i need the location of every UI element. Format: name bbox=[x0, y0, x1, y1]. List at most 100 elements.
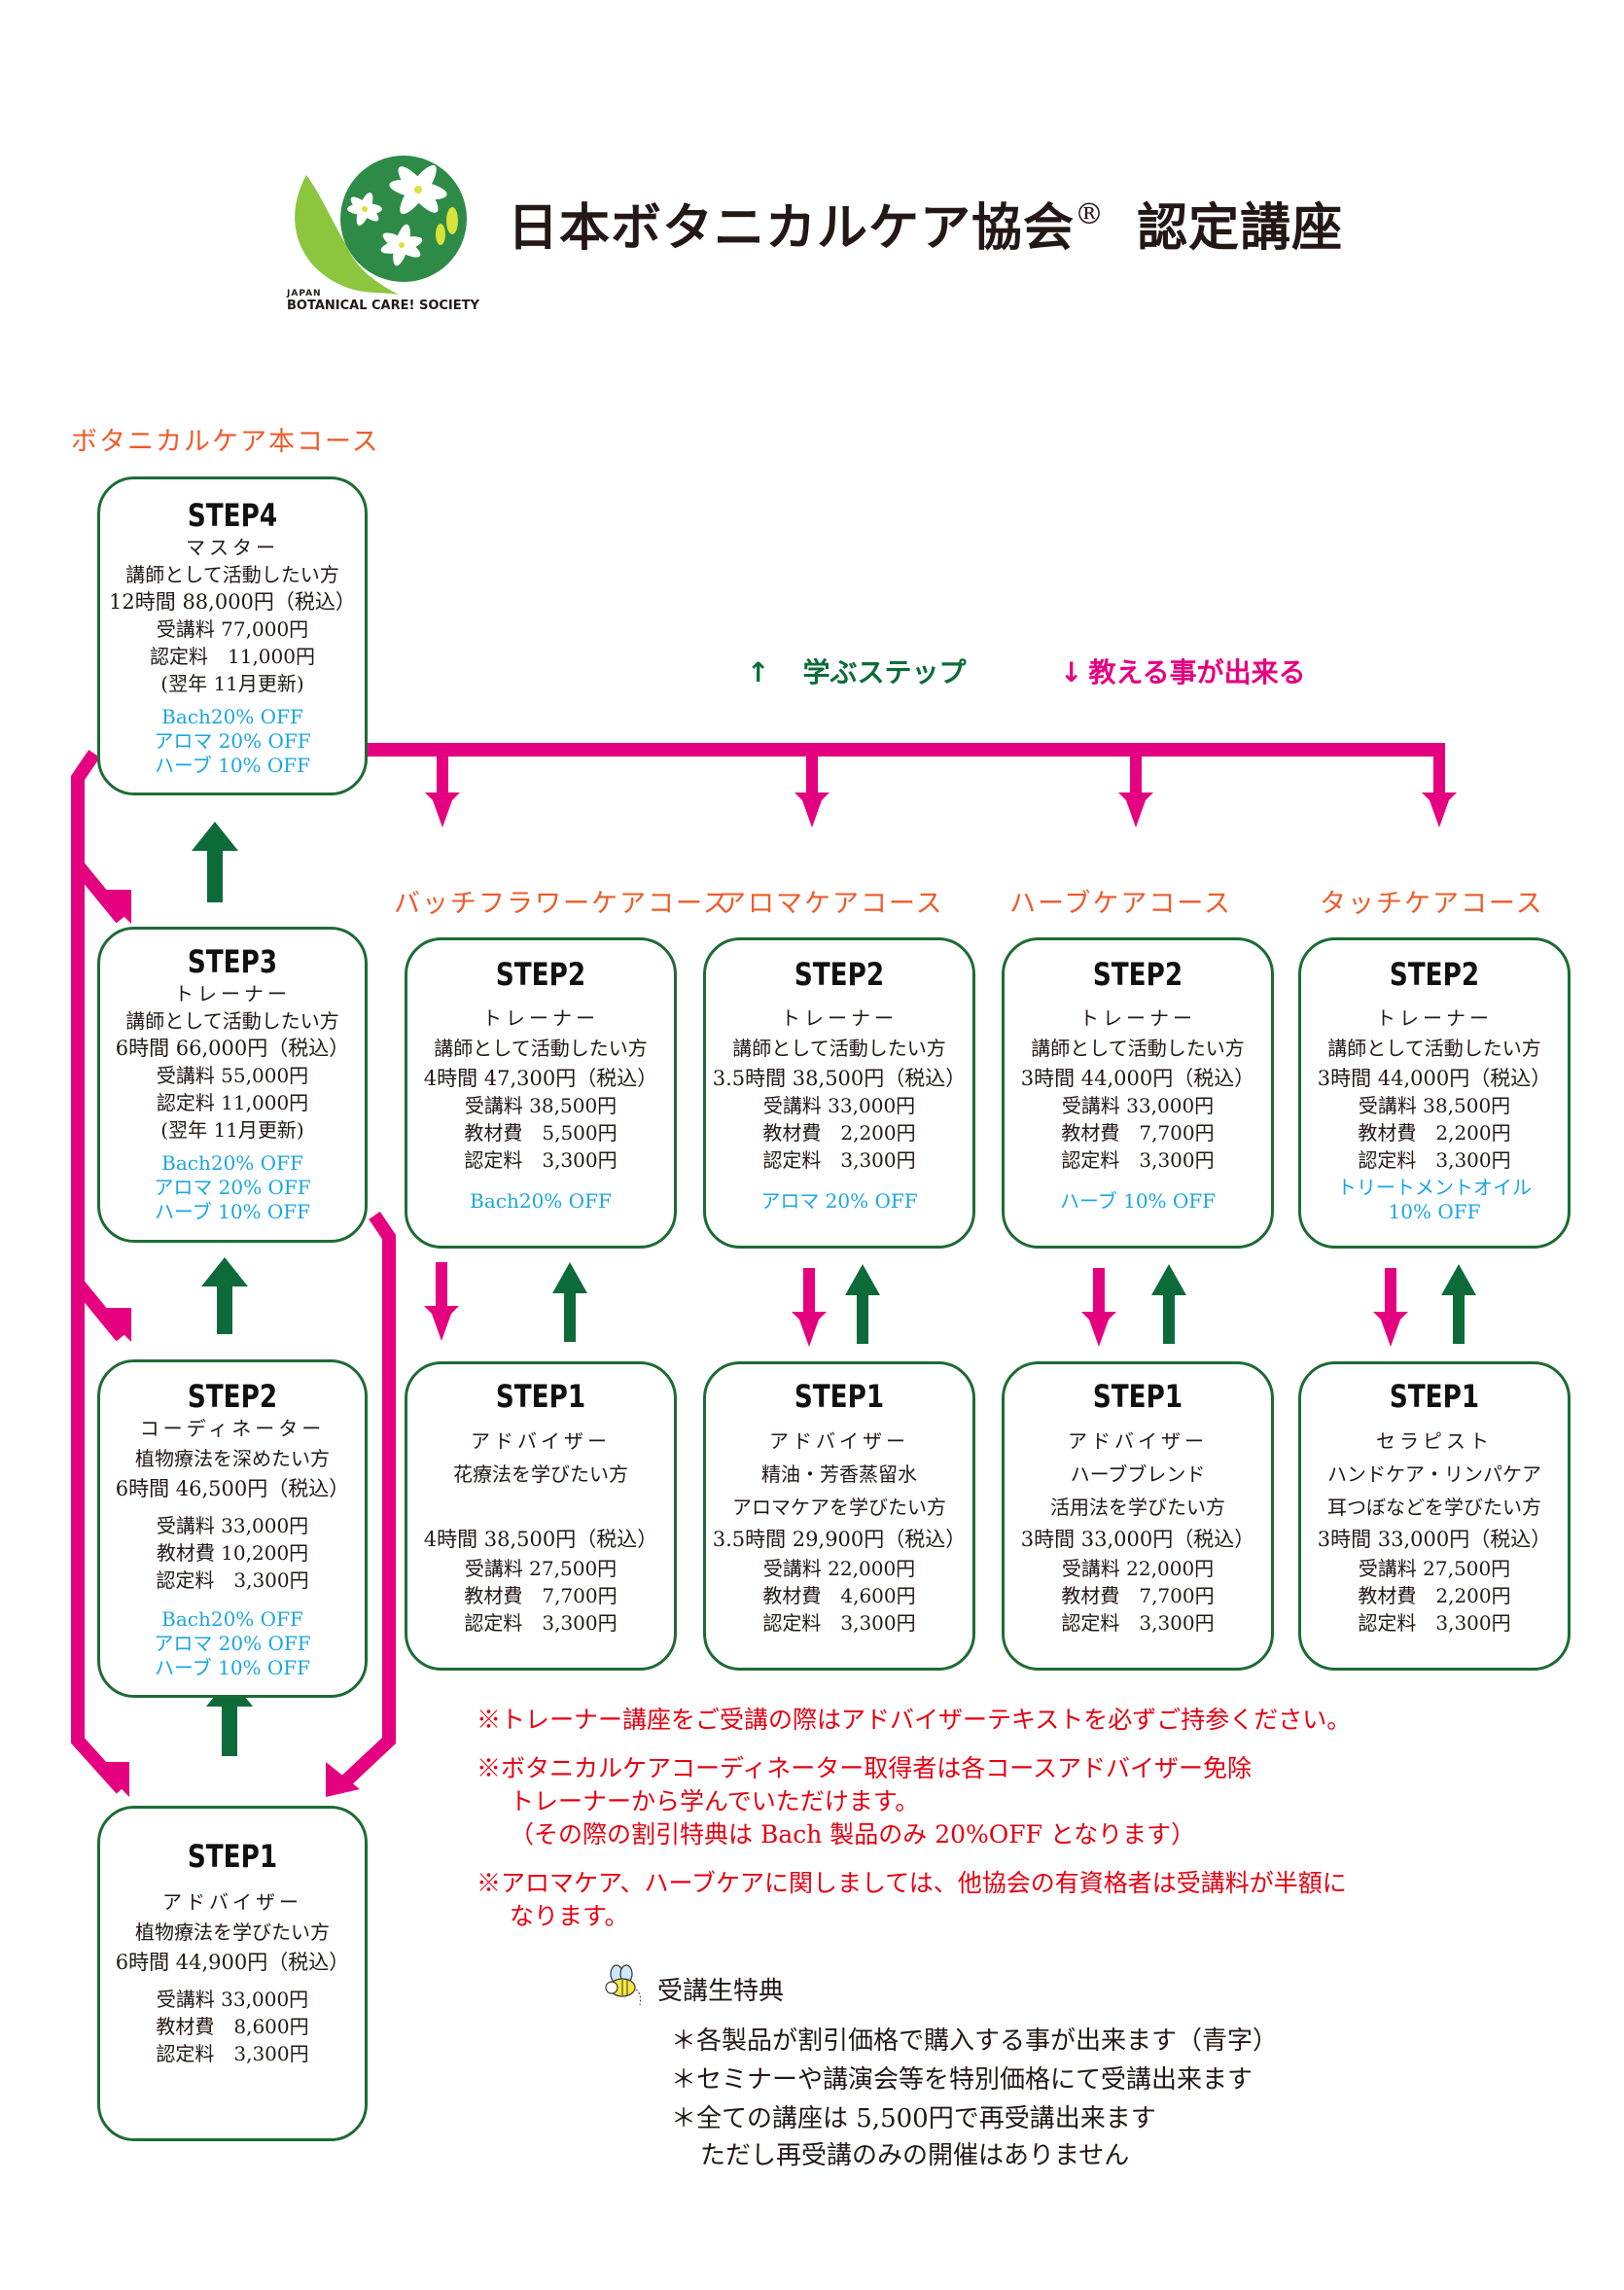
benefit-item: ＊全ての講座は 5,500円で再受講出来ますただし再受講のみの開催はありません bbox=[671, 2099, 1278, 2173]
step-fee: 認定料 3,300円 bbox=[1061, 1611, 1215, 1635]
title-suffix: 認定講座 bbox=[1137, 198, 1344, 258]
herb-step2-card[interactable]: STEP2 トレーナー 講師として活動したい方 3時間 44,000円（税込） … bbox=[1002, 937, 1274, 1249]
benefit-text: ＊セミナーや講演会等を特別価格にて受講出来ます bbox=[671, 2065, 1253, 2095]
step-price: 3時間 33,000円（税込） bbox=[1317, 1528, 1552, 1551]
legend-teach: ↓教える事が出来る bbox=[1060, 652, 1306, 690]
step-price: 6時間 46,500円（税込） bbox=[115, 1477, 350, 1500]
step-fee: 認定料 3,300円 bbox=[1061, 1148, 1215, 1172]
step-price: 3時間 44,000円（税込） bbox=[1020, 1067, 1255, 1090]
step-fee: 認定料 3,300円 bbox=[464, 1148, 618, 1172]
course-label-herb: ハーブケアコース bbox=[1009, 889, 1233, 919]
note-line: ※トレーナー講座をご受講の際はアドバイザーテキストを必ずご持参ください。 bbox=[477, 1706, 1352, 1734]
step-perk: 10% OFF bbox=[1388, 1200, 1481, 1223]
benefit-text: ＊各製品が割引価格で購入する事が出来ます（青字） bbox=[671, 2026, 1279, 2056]
step-fee: 受講料 22,000円 bbox=[1061, 1557, 1215, 1580]
step-price: 3時間 44,000円（税込） bbox=[1317, 1067, 1552, 1090]
step-fee: 認定料 3,300円 bbox=[1358, 1611, 1511, 1635]
step-fee: 認定料 3,300円 bbox=[156, 2042, 309, 2065]
step-title: STEP3 bbox=[187, 943, 278, 980]
step-fee: 認定料 3,300円 bbox=[464, 1611, 618, 1635]
arrow-up-step3-to-step4 bbox=[192, 822, 238, 902]
step-fee: 受講料 38,500円 bbox=[1358, 1094, 1511, 1117]
step-target: 活用法を学びたい方 bbox=[1050, 1496, 1225, 1519]
benefits-title: 受講生特典 bbox=[657, 1977, 785, 2006]
note-item: ※アロマケア、ハーブケアに関しましては、他協会の有資格者は受講料が半額に なりま… bbox=[477, 1867, 1351, 1933]
step-price: 4時間 38,500円（税込） bbox=[423, 1528, 658, 1551]
step-target: 講師として活動したい方 bbox=[732, 1037, 946, 1060]
step-fee: 受講料 27,500円 bbox=[464, 1557, 618, 1580]
step-price: 3.5時間 29,900円（税込） bbox=[712, 1528, 967, 1551]
step-title: STEP1 bbox=[794, 1378, 885, 1415]
main-step3-card[interactable]: STEP3 トレーナー 講師として活動したい方 6時間 66,000円（税込） … bbox=[97, 927, 368, 1243]
logo-text-main: BOTANICAL CARE! SOCIETY bbox=[287, 299, 479, 313]
legend-teach-label: 教える事が出来る bbox=[1088, 656, 1306, 688]
step-role: トレーナー bbox=[1376, 1006, 1493, 1030]
step-target: 講師として活動したい方 bbox=[125, 1009, 339, 1033]
step-title: STEP2 bbox=[495, 956, 586, 993]
notes-section: ※トレーナー講座をご受講の際はアドバイザーテキストを必ずご持参ください。 ※ボタ… bbox=[477, 1704, 1351, 1949]
benefit-text: ＊全ての講座は 5,500円で再受講出来ます bbox=[671, 2104, 1156, 2133]
step-title: STEP2 bbox=[794, 956, 885, 993]
title-main: 日本ボタニカルケア協会 bbox=[508, 198, 1076, 258]
step-perk: アロマ 20% OFF bbox=[154, 1176, 311, 1199]
note-line: （その際の割引特典は Bach 製品のみ 20%OFF となります） bbox=[510, 1820, 1196, 1849]
step-role: トレーナー bbox=[174, 982, 291, 1005]
step-perk: Bach20% OFF bbox=[470, 1189, 612, 1213]
step-fee: (翌年 11月更新) bbox=[160, 672, 304, 695]
page-title: 日本ボタニカルケア協会® 認定講座 bbox=[508, 187, 1343, 260]
main-step1-card[interactable]: STEP1 アドバイザー 植物療法を学びたい方 6時間 44,900円（税込） … bbox=[97, 1806, 368, 2141]
touch-step2-card[interactable]: STEP2 トレーナー 講師として活動したい方 3時間 44,000円（税込） … bbox=[1298, 937, 1571, 1249]
step-fee: 認定料 11,000円 bbox=[150, 645, 315, 668]
step-fee: 教材費 2,200円 bbox=[762, 1121, 916, 1145]
step-perk: ハーブ 10% OFF bbox=[154, 1656, 311, 1679]
registered-mark: ® bbox=[1075, 197, 1106, 231]
step-fee: 認定料 3,300円 bbox=[1358, 1148, 1511, 1172]
step-target: 講師として活動したい方 bbox=[1031, 1037, 1245, 1060]
step-price: 3時間 33,000円（税込） bbox=[1020, 1528, 1255, 1551]
step-role: コーディネーター bbox=[139, 1417, 326, 1440]
step-role: トレーナー bbox=[1079, 1006, 1196, 1030]
bach-step2-card[interactable]: STEP2 トレーナー 講師として活動したい方 4時間 47,300円（税込） … bbox=[405, 937, 677, 1249]
step-fee: 教材費 4,600円 bbox=[762, 1584, 916, 1607]
step-fee: 教材費 10,200円 bbox=[156, 1541, 309, 1565]
step-role: トレーナー bbox=[482, 1006, 599, 1030]
main-course-label: ボタニカルケア本コース bbox=[71, 427, 380, 457]
step-fee: 認定料 3,300円 bbox=[762, 1611, 916, 1635]
step-fee: 受講料 22,000円 bbox=[762, 1557, 916, 1580]
legend-learn-label: 学ぶステップ bbox=[802, 656, 967, 688]
main-step2-card[interactable]: STEP2 コーディネーター 植物療法を深めたい方 6時間 46,500円（税込… bbox=[97, 1359, 368, 1698]
aroma-step1-card[interactable]: STEP1 アドバイザー 精油・芳香蒸留水 アロマケアを学びたい方 3.5時間 … bbox=[703, 1361, 975, 1671]
course-label-aroma: アロマケアコース bbox=[720, 889, 944, 919]
step-fee: 認定料 11,000円 bbox=[156, 1091, 309, 1114]
step-fee: 教材費 7,700円 bbox=[1061, 1584, 1215, 1607]
step-target: 耳つぼなどを学びたい方 bbox=[1327, 1496, 1541, 1519]
step-title: STEP1 bbox=[1389, 1378, 1480, 1415]
step-fee: 受講料 27,500円 bbox=[1358, 1557, 1511, 1580]
arrow-up-step2-to-step3 bbox=[201, 1257, 248, 1334]
step-fee: 教材費 5,500円 bbox=[464, 1121, 618, 1145]
step-fee: 受講料 33,000円 bbox=[156, 1514, 309, 1537]
arrow-down-icon: ↓ bbox=[1060, 656, 1083, 688]
note-line: ※アロマケア、ハーブケアに関しましては、他協会の有資格者は受講料が半額に bbox=[477, 1869, 1347, 1897]
touch-step1-card[interactable]: STEP1 セラピスト ハンドケア・リンパケア 耳つぼなどを学びたい方 3時間 … bbox=[1298, 1361, 1571, 1671]
bach-step1-card[interactable]: STEP1 アドバイザー 花療法を学びたい方 4時間 38,500円（税込） 受… bbox=[405, 1361, 677, 1671]
pink-top-bar bbox=[368, 743, 1457, 828]
aroma-step2-card[interactable]: STEP2 トレーナー 講師として活動したい方 3.5時間 38,500円（税込… bbox=[703, 937, 975, 1249]
step-price: 12時間 88,000円（税込） bbox=[109, 590, 356, 614]
logo-flower-icon bbox=[295, 156, 467, 295]
step-price: 4時間 47,300円（税込） bbox=[423, 1067, 658, 1090]
step-fee: 教材費 8,600円 bbox=[156, 2015, 309, 2038]
step-title: STEP2 bbox=[1389, 956, 1480, 993]
note-line: ※ボタニカルケアコーディネーター取得者は各コースアドバイザー免除 bbox=[477, 1754, 1253, 1782]
main-step4-card[interactable]: STEP4 マスター 講師として活動したい方 12時間 88,000円（税込） … bbox=[97, 476, 368, 795]
step-perk: アロマ 20% OFF bbox=[154, 729, 311, 753]
bee-icon bbox=[603, 1964, 646, 2014]
step-perk: Bach20% OFF bbox=[161, 1151, 303, 1175]
step-title: STEP2 bbox=[1092, 956, 1183, 993]
step-fee: 教材費 7,700円 bbox=[1061, 1121, 1215, 1145]
step-target: 講師として活動したい方 bbox=[434, 1037, 648, 1060]
herb-step1-card[interactable]: STEP1 アドバイザー ハーブブレンド 活用法を学びたい方 3時間 33,00… bbox=[1002, 1361, 1274, 1671]
step-perk: ハーブ 10% OFF bbox=[154, 754, 311, 777]
course-label-bach: バッチフラワーケアコース bbox=[394, 889, 731, 919]
step-target: 花療法を学びたい方 bbox=[453, 1462, 628, 1486]
